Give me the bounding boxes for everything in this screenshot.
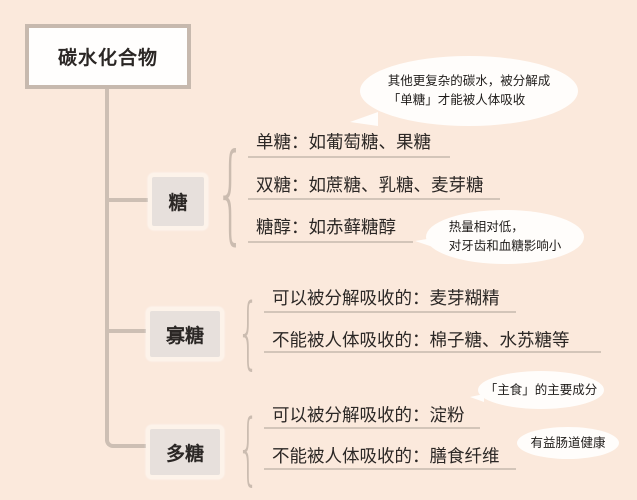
bubble-tail [470,394,484,402]
leaf-underline [248,198,500,200]
leaf-item: 单糖：如葡萄糖、果糖 [256,133,431,153]
branch-node-polysaccharide: 多糖 [146,425,224,479]
note-bubble-fiber: 有益肠道健康 [517,427,619,459]
leaf-item: 糖醇：如赤藓糖醇 [256,218,396,238]
note-text: 「主食」的主要成分 [484,381,598,397]
root-label: 碳水化合物 [57,47,158,69]
note-bubble-sugar-alcohol: 热量相对低， 对牙齿和血糖影响小 [426,210,584,264]
note-bubble-complex-carbs: 其他更复杂的碳水，被分解成 「单糖」才能被人体吸收 [360,56,578,126]
leaf-underline [264,427,480,429]
leaf-item: 可以被分解吸收的：麦芽糊精 [272,289,500,309]
brace-icon: { [215,131,246,256]
branch-node-sugar: 糖 [148,173,208,230]
trunk-line [105,89,109,441]
leaf-underline [248,156,450,158]
leaf-item: 不能被人体吸收的：膳食纤维 [272,447,500,467]
leaf-item: 不能被人体吸收的：棉子糖、水苏糖等 [272,331,570,351]
note-text: 对牙齿和血糖影响小 [448,238,562,253]
branch-node-oligosaccharide: 寡糖 [146,307,224,361]
note-text: 其他更复杂的碳水，被分解成 [387,73,551,89]
connector-sugar [108,198,150,202]
bubble-tail [415,238,433,247]
note-text: 热量相对低， [448,219,524,235]
leaf-underline [248,241,413,243]
root-node: 碳水化合物 [25,24,191,89]
leaf-underline [264,351,601,353]
trunk-bend [105,430,149,448]
note-text: 有益肠道健康 [530,434,606,450]
leaf-underline [264,468,516,470]
note-text: 「单糖」才能被人体吸收 [387,92,526,107]
leaf-item: 双糖：如蔗糖、乳糖、麦芽糖 [256,176,484,196]
leaf-item: 可以被分解吸收的：淀粉 [272,406,465,426]
brace-icon: { [237,404,260,494]
bubble-tail [350,112,378,126]
branch-label: 多糖 [165,442,204,465]
branch-label: 寡糖 [165,324,204,347]
note-bubble-starch: 「主食」的主要成分 [478,371,604,409]
brace-icon: { [237,288,260,378]
leaf-underline [264,311,516,313]
branch-label: 糖 [168,192,188,214]
connector-oligo [108,329,150,333]
